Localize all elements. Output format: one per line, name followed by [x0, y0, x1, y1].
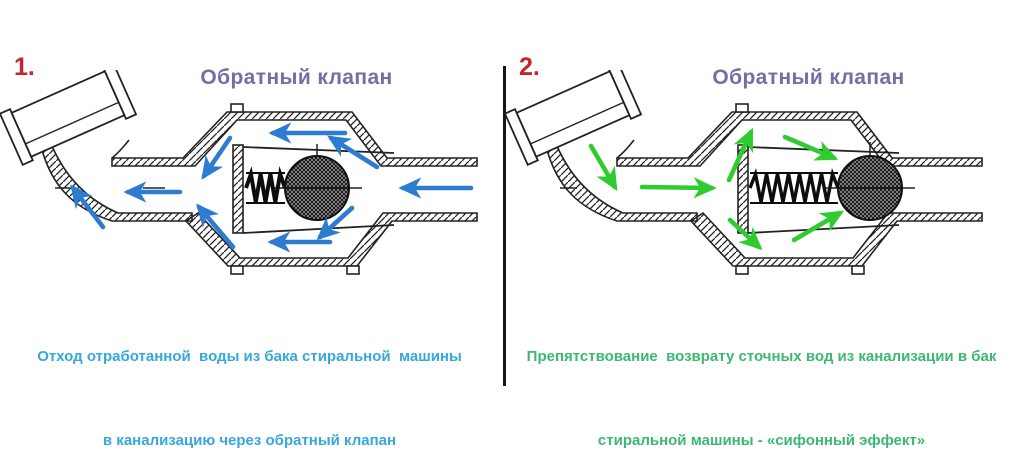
flow-arrows [70, 122, 474, 253]
flow-arrow [782, 134, 839, 161]
flow-arrow [639, 177, 717, 199]
panel-divider [503, 66, 506, 386]
flow-arrow [791, 210, 844, 243]
flow-arrow [588, 143, 618, 191]
panel-caption: Отход отработанной воды из бака стиральн… [0, 287, 499, 468]
caption-line-2: в канализацию через обратный клапан [102, 432, 397, 449]
check-valve-diagram-closed [505, 70, 983, 275]
flow-arrow [70, 184, 106, 230]
inlet-coupling [0, 70, 138, 166]
panel-drain-flow: 1. Обратный клапан [0, 0, 505, 468]
panel-backflow-blocked: 2. Обратный клапан [505, 0, 1024, 468]
panel-title: Обратный клапан [200, 66, 393, 89]
panel-number: 1. [14, 53, 35, 81]
flow-arrow [201, 135, 233, 180]
check-valve-diagram-open [0, 70, 478, 275]
valve-spring [748, 167, 840, 204]
pipe-walls [546, 103, 983, 275]
caption-line-1: Препятствование возврату сточных вод из … [526, 348, 997, 365]
panel-number: 2. [519, 53, 540, 81]
valve-ball [284, 144, 350, 221]
flow-arrows [588, 127, 844, 251]
caption-line-1: Отход отработанной воды из бака стиральн… [37, 348, 462, 365]
flow-arrow [196, 203, 236, 250]
flow-arrow [327, 135, 380, 170]
panel-caption: Препятствование возврату сточных вод из … [505, 287, 1018, 468]
caption-line-2: стиральной машины - «сифонный эффект» [597, 432, 926, 449]
panel-title: Обратный клапан [712, 66, 905, 89]
valve-ball [837, 142, 903, 221]
valve-spring [244, 166, 287, 204]
flow-arrow [316, 205, 355, 241]
flow-arrow [726, 127, 754, 183]
flow-arrow [727, 217, 763, 251]
inlet-coupling [505, 70, 643, 166]
